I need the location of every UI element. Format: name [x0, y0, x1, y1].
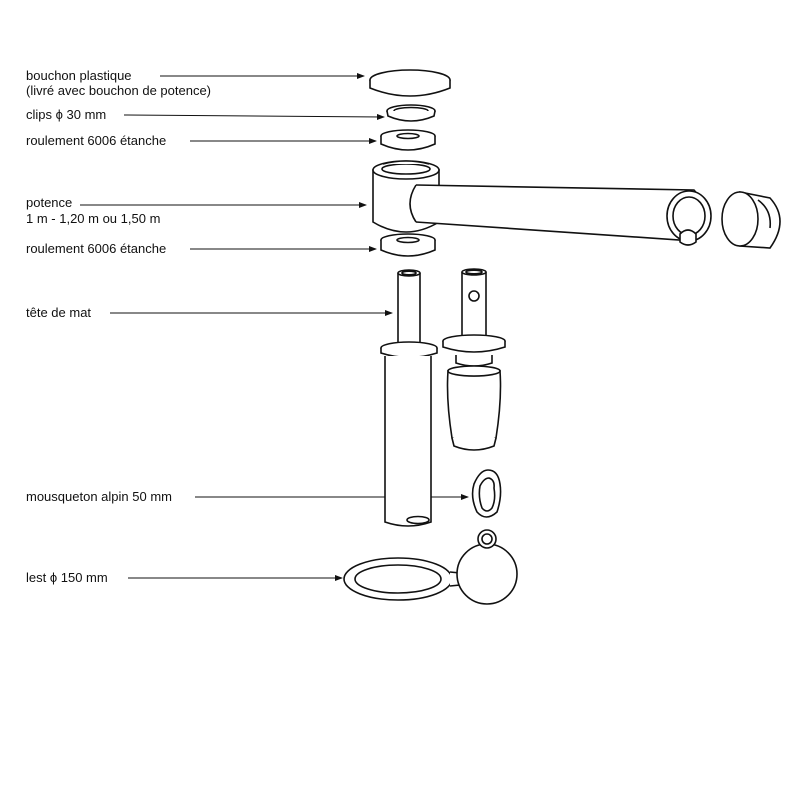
label-bouchon-note: (livré avec bouchon de potence): [26, 83, 212, 98]
roulement-bottom-bearing: [380, 233, 436, 257]
lest-weight: [343, 529, 518, 605]
label-lest: lest ϕ 150 mm: [26, 570, 108, 585]
label-potence-sizes: 1 m - 1,20 m ou 1,50 m: [26, 211, 161, 226]
leader-clips: [123, 113, 385, 120]
potence-stem: [372, 160, 712, 246]
tete-de-mat-fitting: [442, 268, 506, 451]
clips-ring: [386, 104, 436, 122]
label-bouchon-plastique: bouchon plastique: [26, 68, 132, 83]
label-tete-de-mat: tête de mat: [26, 305, 92, 320]
potence-end-cap: [721, 191, 781, 249]
label-roulement-top: roulement 6006 étanche: [26, 133, 167, 148]
label-clips: clips ϕ 30 mm: [26, 107, 107, 122]
label-potence: potence: [26, 195, 73, 210]
label-mousqueton: mousqueton alpin 50 mm: [26, 489, 172, 504]
roulement-top-bearing: [380, 129, 436, 151]
bouchon-plastique-cap: [369, 69, 451, 97]
mousqueton-clip: [471, 469, 502, 518]
label-roulement-bottom: roulement 6006 étanche: [26, 241, 167, 256]
tete-de-mat-tube: [380, 269, 438, 527]
